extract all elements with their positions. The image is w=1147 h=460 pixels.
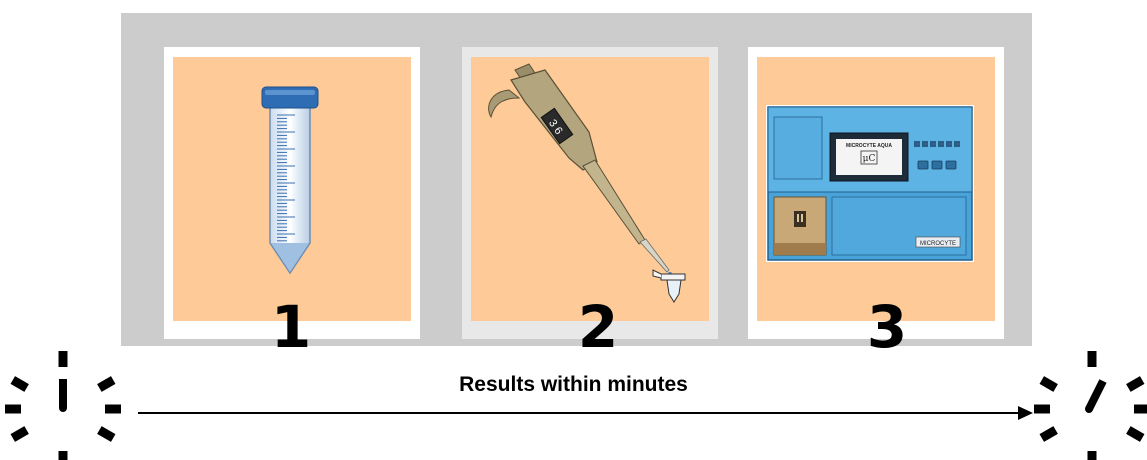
- clock-end-icon: [1035, 359, 1147, 459]
- clock-tick: [13, 380, 27, 388]
- clock-tick: [13, 430, 27, 438]
- clock-tick: [99, 380, 113, 388]
- clock-tick: [1128, 380, 1142, 388]
- clock-tick: [99, 430, 113, 438]
- clock-tick: [1042, 380, 1056, 388]
- clock-tick: [1042, 430, 1056, 438]
- clock-start-icon: [6, 359, 120, 459]
- clock-tick: [1128, 430, 1142, 438]
